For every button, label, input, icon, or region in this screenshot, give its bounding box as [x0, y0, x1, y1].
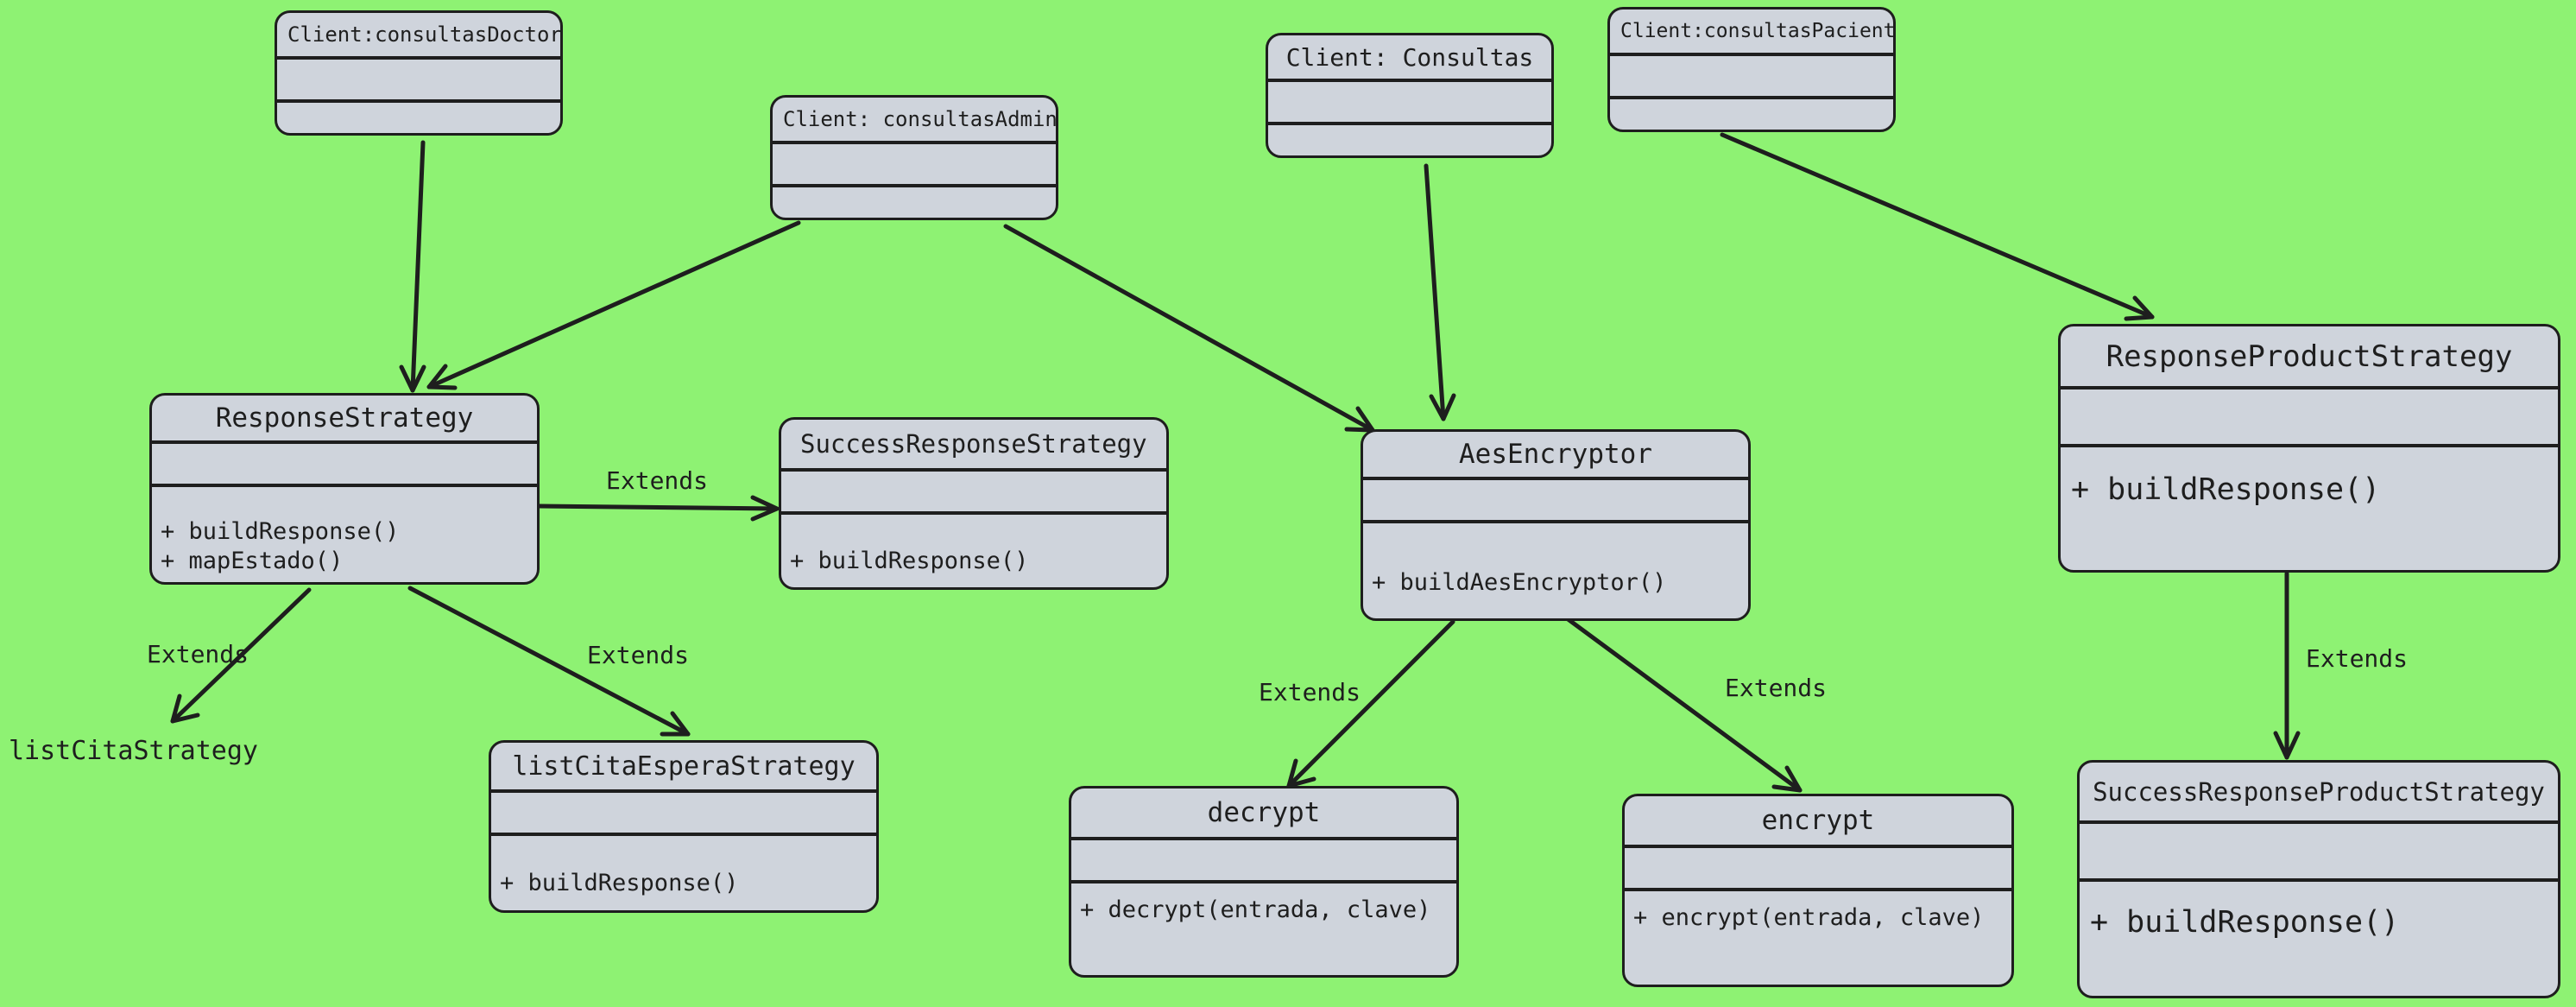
operations-section [1610, 96, 1893, 130]
association-arrow-consultas-to-aesencryptor [1424, 163, 1446, 421]
association-arrow-doctor-to-responsestrategy [410, 140, 426, 393]
class-client-consultas[interactable]: Client: Consultas [1266, 33, 1554, 158]
arrowhead [399, 364, 426, 393]
class-name: Client:consultasDoctor [287, 22, 562, 47]
attributes-section [152, 440, 537, 484]
class-list-cita-espera-strategy[interactable]: listCitaEsperaStrategy + buildResponse() [489, 740, 879, 913]
class-encrypt[interactable]: encrypt + encrypt(entrada, clave) [1622, 794, 2014, 987]
operations-section: + buildResponse() [2080, 878, 2558, 996]
association-arrow-paciente-to-responseproductstrategy [1720, 132, 2155, 320]
extends-arrow-responsestrategy-to-success [537, 504, 780, 511]
class-aes-encryptor[interactable]: AesEncryptor + buildAesEncryptor() [1361, 429, 1751, 621]
class-client-consultas-paciente[interactable]: Client:consultasPaciente [1607, 7, 1896, 132]
operation: + encrypt(entrada, clave) [1633, 904, 1985, 931]
operations-section: + buildResponse() [2061, 444, 2558, 570]
attributes-section [1268, 79, 1551, 122]
operations-section: + buildResponse() + mapEstado() [152, 484, 537, 582]
attributes-section [1610, 53, 1893, 96]
class-name: listCitaEsperaStrategy [512, 750, 856, 782]
arrowhead [170, 694, 200, 724]
attributes-section [1625, 845, 2011, 888]
class-name: AesEncryptor [1459, 439, 1652, 470]
class-success-response-strategy[interactable]: SuccessResponseStrategy + buildResponse(… [779, 417, 1169, 590]
operation: + decrypt(entrada, clave) [1080, 896, 1431, 923]
class-name: ResponseStrategy [215, 402, 474, 434]
attributes-section [491, 789, 876, 833]
relation-label: Extends [1725, 674, 1828, 702]
arrowhead [750, 495, 780, 522]
arrowhead [1429, 393, 1456, 421]
operations-section: + buildResponse() [781, 511, 1166, 587]
operations-section [773, 184, 1056, 218]
attributes-section [781, 468, 1166, 511]
relation-label: Extends [587, 641, 690, 669]
class-client-consultas-admin[interactable]: Client: consultasAdmin [770, 95, 1058, 220]
extends-arrow-responsestrategy-to-listcitaespera [407, 586, 691, 737]
class-name: Client:consultasPaciente [1620, 20, 1896, 42]
class-name: ResponseProductStrategy [2106, 339, 2513, 374]
relation-label: Extends [147, 640, 249, 668]
relation-label: Extends [2306, 644, 2409, 673]
relation-label: Extends [1259, 678, 1361, 706]
arrowhead [426, 364, 458, 390]
operation: + mapEstado() [161, 548, 344, 574]
operation: + buildResponse() [161, 518, 400, 546]
attributes-section [2061, 386, 2558, 444]
operations-section [1268, 122, 1551, 155]
arrowhead [2124, 295, 2155, 321]
attributes-section [277, 56, 560, 99]
arrowhead [2273, 731, 2301, 760]
class-list-cita-strategy[interactable]: listCitaStrategy [9, 736, 258, 766]
extends-arrow-aesencryptor-to-decrypt [1286, 619, 1455, 788]
operation: + buildResponse() [2090, 905, 2400, 940]
extends-arrow-responsestrategy-to-listcita [170, 587, 312, 724]
operations-section: + buildAesEncryptor() [1363, 520, 1748, 618]
operation: + buildResponse() [2071, 472, 2381, 507]
relation-label: Extends [606, 466, 709, 495]
attributes-section [773, 141, 1056, 184]
attributes-section [2080, 820, 2558, 878]
operations-section: + decrypt(entrada, clave) [1071, 880, 1456, 975]
operations-section [277, 99, 560, 133]
class-name: decrypt [1207, 797, 1321, 828]
arrowhead [660, 711, 691, 737]
class-decrypt[interactable]: decrypt + decrypt(entrada, clave) [1069, 786, 1459, 978]
class-name: SuccessResponseStrategy [800, 429, 1147, 459]
class-name: Client: consultasAdmin [783, 107, 1058, 131]
operations-section: + buildResponse() [491, 833, 876, 910]
attributes-section [1363, 477, 1748, 520]
association-arrow-admin-to-responsestrategy [426, 220, 801, 390]
arrowhead [1771, 765, 1803, 793]
class-success-response-product-strategy[interactable]: SuccessResponseProductStrategy + buildRe… [2077, 760, 2560, 998]
operation: + buildAesEncryptor() [1372, 569, 1667, 597]
operation: + buildResponse() [500, 870, 739, 897]
class-name: SuccessResponseProductStrategy [2093, 776, 2545, 807]
class-name: Client: Consultas [1285, 42, 1534, 72]
extends-arrow-aesencryptor-to-encrypt [1564, 616, 1803, 793]
class-response-strategy[interactable]: ResponseStrategy + buildResponse() + map… [149, 393, 540, 585]
attributes-section [1071, 837, 1456, 880]
operation: + buildResponse() [790, 548, 1029, 575]
class-client-consultas-doctor[interactable]: Client:consultasDoctor [275, 10, 563, 136]
class-name: encrypt [1761, 805, 1875, 836]
operations-section: + encrypt(entrada, clave) [1625, 888, 2011, 985]
class-response-product-strategy[interactable]: ResponseProductStrategy + buildResponse(… [2058, 324, 2560, 573]
association-arrow-admin-to-aesencryptor [1003, 224, 1375, 433]
